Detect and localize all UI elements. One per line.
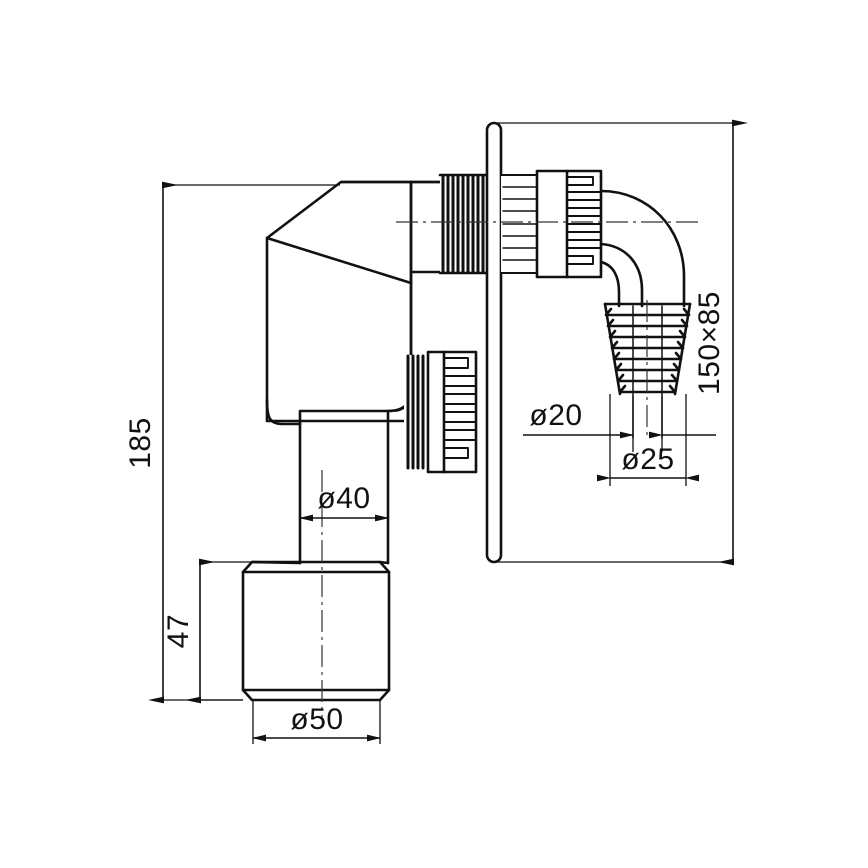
body-bottom-left-round — [265, 398, 302, 426]
upper-threaded-spigot-group — [438, 173, 490, 275]
dimension-dia-20: ø20 — [523, 396, 716, 452]
lower-nut-cap-top — [442, 350, 478, 360]
upper-thread-hatching — [441, 174, 485, 274]
bellows-left-profile — [603, 302, 622, 396]
elbow-pipe-group — [599, 189, 686, 308]
dimension-plate-150x85: 150×85 — [497, 119, 748, 566]
elbow-throat-curve — [599, 260, 621, 308]
dimension-47: 47 — [162, 558, 252, 704]
lower-nut-cap-bottom — [442, 464, 478, 474]
wall-plate — [485, 121, 503, 564]
body-bottom-step — [298, 409, 390, 426]
upper-collar-ribs — [502, 186, 538, 261]
dimension-dia-25: ø25 — [597, 394, 699, 486]
upper-nut-fins — [566, 176, 602, 265]
dim-dia25-label: ø25 — [621, 443, 674, 476]
dim-185-label: 185 — [124, 417, 157, 469]
dimension-dia-40: ø40 — [299, 482, 389, 522]
upper-ribbed-nut-group — [500, 169, 603, 279]
elbow-outer-curve — [599, 189, 686, 308]
dimension-dia-50: ø50 — [252, 700, 381, 744]
wall-plate-group — [485, 121, 503, 564]
dim-dia50-label: ø50 — [290, 703, 343, 736]
body-chamfer-line — [265, 236, 413, 285]
lower-ribbed-nut-group — [404, 350, 478, 474]
lower-collar-threads — [406, 354, 425, 470]
dim-47-label: 47 — [162, 614, 195, 648]
body-outer-outline — [265, 180, 413, 423]
upper-nut-cap-top — [565, 169, 603, 179]
elbow-inner-curve — [599, 242, 644, 308]
dimension-185: 185 — [124, 181, 340, 704]
outlet-cup-outline — [241, 560, 391, 702]
upper-nut-cap-bottom — [565, 269, 603, 279]
cup-to-pipe-left-facet — [250, 560, 302, 565]
dim-dia20-label: ø20 — [529, 399, 582, 432]
lower-nut-fins — [443, 357, 477, 459]
dim-plate-label: 150×85 — [693, 291, 726, 395]
dim-dia40-label: ø40 — [317, 482, 370, 515]
bellows-right-profile — [673, 302, 692, 396]
lower-pipe-group — [241, 409, 391, 720]
bellows-outlet-group — [603, 300, 692, 440]
cup-to-pipe-right-facet — [378, 560, 390, 565]
